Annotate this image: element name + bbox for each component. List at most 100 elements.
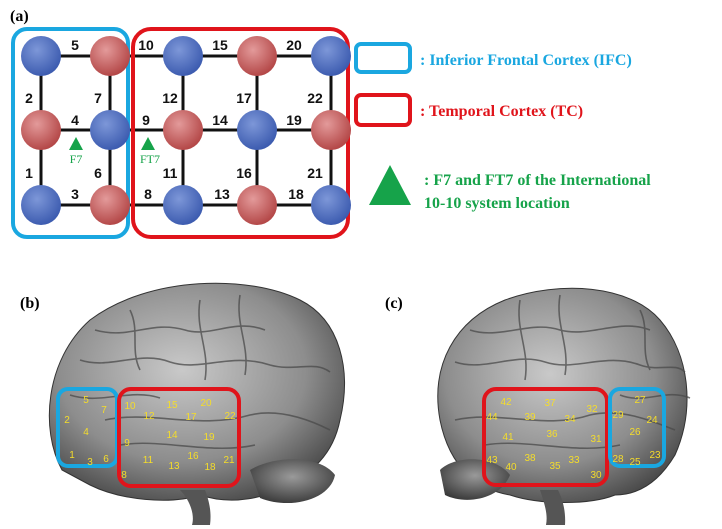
channel-label: 4 — [71, 112, 79, 128]
channel-label: 7 — [94, 90, 102, 106]
channel-marker: 23 — [649, 450, 661, 461]
channel-label: 16 — [236, 165, 252, 181]
channel-label: 14 — [212, 112, 228, 128]
legend-tc-swatch — [354, 93, 412, 127]
channel-marker: 37 — [544, 398, 556, 409]
panel-label-a: (a) — [10, 8, 29, 25]
channel-marker: 16 — [187, 451, 199, 462]
detector-node — [237, 110, 277, 150]
detector-node — [163, 185, 203, 225]
channel-marker: 44 — [486, 412, 498, 423]
brain-right-view: 23 24 25 26 27 28 29 30 31 32 33 34 35 3… — [437, 287, 691, 525]
channel-label: 1 — [25, 165, 33, 181]
channel-label: 13 — [214, 186, 230, 202]
source-node — [237, 36, 277, 76]
channel-marker: 27 — [634, 395, 646, 406]
panel-label-b: (b) — [20, 295, 40, 312]
source-node — [163, 110, 203, 150]
channel-marker: 15 — [166, 400, 178, 411]
brainstem-right — [540, 490, 566, 525]
channel-marker: 5 — [83, 395, 89, 406]
channel-marker: 40 — [505, 462, 517, 473]
detector-node — [311, 185, 351, 225]
channel-label: 6 — [94, 165, 102, 181]
channel-marker: 12 — [143, 411, 155, 422]
channel-label: 21 — [307, 165, 323, 181]
channel-marker: 11 — [143, 455, 154, 466]
ft7-marker-label: FT7 — [140, 152, 160, 166]
channel-marker: 41 — [502, 432, 514, 443]
channel-marker: 38 — [524, 453, 536, 464]
source-node — [311, 110, 351, 150]
channel-marker: 29 — [612, 410, 624, 421]
channel-marker: 31 — [590, 434, 602, 445]
f7-marker-label: F7 — [70, 152, 83, 166]
ifc-region-box-c — [608, 387, 666, 468]
channel-marker: 10 — [124, 401, 136, 412]
channel-marker: 3 — [87, 457, 93, 468]
channel-marker: 42 — [500, 397, 512, 408]
detector-node — [21, 36, 61, 76]
ft7-triangle-icon — [141, 137, 155, 150]
channel-label: 12 — [162, 90, 178, 106]
panel-label-c: (c) — [385, 295, 403, 312]
channel-label: 18 — [288, 186, 304, 202]
channel-label: 17 — [236, 90, 252, 106]
channel-marker: 35 — [549, 461, 561, 472]
channel-marker: 21 — [223, 455, 235, 466]
channel-marker: 4 — [83, 427, 89, 438]
channel-marker: 24 — [646, 415, 658, 426]
tc-region-box-b — [117, 387, 241, 488]
source-node — [237, 185, 277, 225]
legend-ifc-text: : Inferior Frontal Cortex (IFC) — [420, 52, 632, 69]
source-node — [90, 185, 130, 225]
channel-marker: 32 — [586, 404, 598, 415]
channel-label: 3 — [71, 186, 79, 202]
channel-marker: 1 — [69, 450, 75, 461]
legend-marker-triangle-icon — [369, 165, 411, 205]
channel-marker: 17 — [185, 412, 197, 423]
channel-label: 22 — [307, 90, 323, 106]
source-node — [90, 36, 130, 76]
channel-marker: 43 — [486, 455, 498, 466]
detector-node — [90, 110, 130, 150]
channel-label: 20 — [286, 37, 302, 53]
brainstem-left — [180, 490, 211, 525]
channel-marker: 2 — [64, 415, 70, 426]
channel-label: 9 — [142, 112, 150, 128]
channel-marker: 22 — [224, 411, 236, 422]
f7-triangle-icon — [69, 137, 83, 150]
channel-marker: 28 — [612, 454, 624, 465]
legend: : Inferior Frontal Cortex (IFC) : Tempor… — [354, 42, 651, 212]
channel-label: 15 — [212, 37, 228, 53]
channel-label: 2 — [25, 90, 33, 106]
channel-marker: 26 — [629, 427, 641, 438]
channel-marker: 34 — [564, 414, 576, 425]
source-node — [21, 110, 61, 150]
channel-marker: 18 — [204, 462, 216, 473]
detector-node — [163, 36, 203, 76]
channel-label: 5 — [71, 37, 79, 53]
channel-marker: 14 — [166, 430, 178, 441]
channel-marker: 7 — [101, 405, 107, 416]
legend-marker-text-1: : F7 and FT7 of the International — [424, 172, 651, 189]
detector-node — [21, 185, 61, 225]
channel-label: 10 — [138, 37, 154, 53]
detector-node — [311, 36, 351, 76]
channel-marker: 8 — [121, 470, 127, 481]
channel-marker: 33 — [568, 455, 580, 466]
tc-region-box-c — [482, 387, 609, 487]
channel-marker: 13 — [168, 461, 180, 472]
channel-marker: 30 — [590, 470, 602, 481]
channel-label: 8 — [144, 186, 152, 202]
cerebellum-left — [250, 459, 335, 504]
channel-label: 19 — [286, 112, 302, 128]
legend-ifc-swatch — [354, 42, 412, 74]
cerebellum-right — [440, 459, 510, 500]
brain-cortex-right — [437, 287, 688, 503]
channel-label: 11 — [163, 165, 178, 181]
legend-marker-text-2: 10-10 system location — [424, 195, 570, 212]
channel-marker: 19 — [203, 432, 215, 443]
optode-grid: 1 2 3 4 5 6 7 8 9 10 11 12 13 14 15 16 1… — [11, 27, 351, 239]
